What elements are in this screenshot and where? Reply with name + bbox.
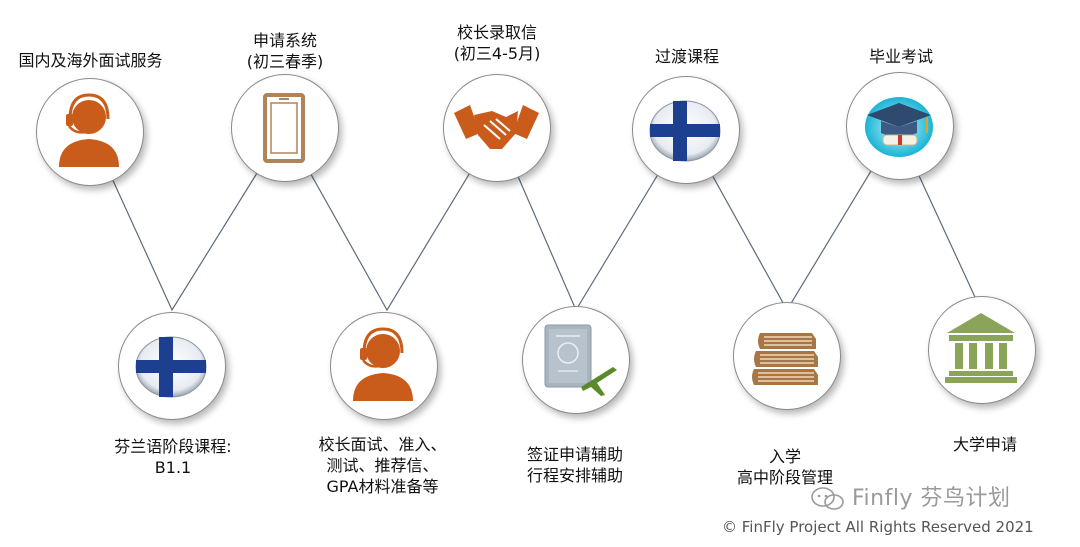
copyright-text: © FinFly Project All Rights Reserved 202… bbox=[722, 518, 1034, 536]
watermark: Finfly 芬鸟计划 bbox=[810, 480, 1010, 512]
tablet-icon bbox=[263, 93, 305, 163]
passport-plane-icon bbox=[544, 324, 617, 396]
step-node-application-system bbox=[231, 74, 339, 182]
wechat-icon bbox=[811, 487, 844, 510]
step-node-interview-prep bbox=[330, 312, 438, 420]
step-node-transition-course bbox=[632, 76, 740, 184]
headset-person-icon bbox=[353, 327, 413, 401]
step-label-application-system: 申请系统 (初三春季) bbox=[246, 31, 324, 71]
finland-flag-icon bbox=[649, 100, 721, 162]
step-node-overseas-interview bbox=[36, 78, 144, 186]
step-label-graduation-exam: 毕业考试 bbox=[868, 47, 933, 66]
step-node-visa-assistance bbox=[522, 306, 630, 414]
step-label-interview-prep: 校长面试、准入、 测试、推荐信、 GPA材料准备等 bbox=[318, 435, 447, 496]
graduation-cap-icon bbox=[865, 97, 933, 157]
step-node-graduation-exam bbox=[846, 72, 954, 180]
handshake-icon bbox=[454, 105, 539, 149]
finland-flag-icon bbox=[135, 336, 207, 398]
step-label-university-application: 大学申请 bbox=[952, 435, 1017, 454]
step-label-transition-course: 过渡课程 bbox=[654, 47, 719, 66]
step-label-admission-letter: 校长录取信 (初三4-5月) bbox=[453, 23, 541, 63]
step-node-finnish-course bbox=[118, 312, 226, 420]
headset-person-icon bbox=[59, 93, 119, 167]
step-label-overseas-interview: 国内及海外面试服务 bbox=[18, 51, 163, 70]
step-label-enrollment: 入学 高中阶段管理 bbox=[736, 447, 833, 487]
step-node-university-application bbox=[928, 296, 1036, 404]
step-node-enrollment bbox=[733, 302, 841, 410]
step-node-admission-letter bbox=[443, 74, 551, 182]
university-building-icon bbox=[945, 313, 1017, 383]
books-icon bbox=[752, 333, 818, 385]
step-label-finnish-course: 芬兰语阶段课程: B1.1 bbox=[114, 437, 232, 477]
step-label-visa-assistance: 签证申请辅助 行程安排辅助 bbox=[526, 445, 623, 485]
